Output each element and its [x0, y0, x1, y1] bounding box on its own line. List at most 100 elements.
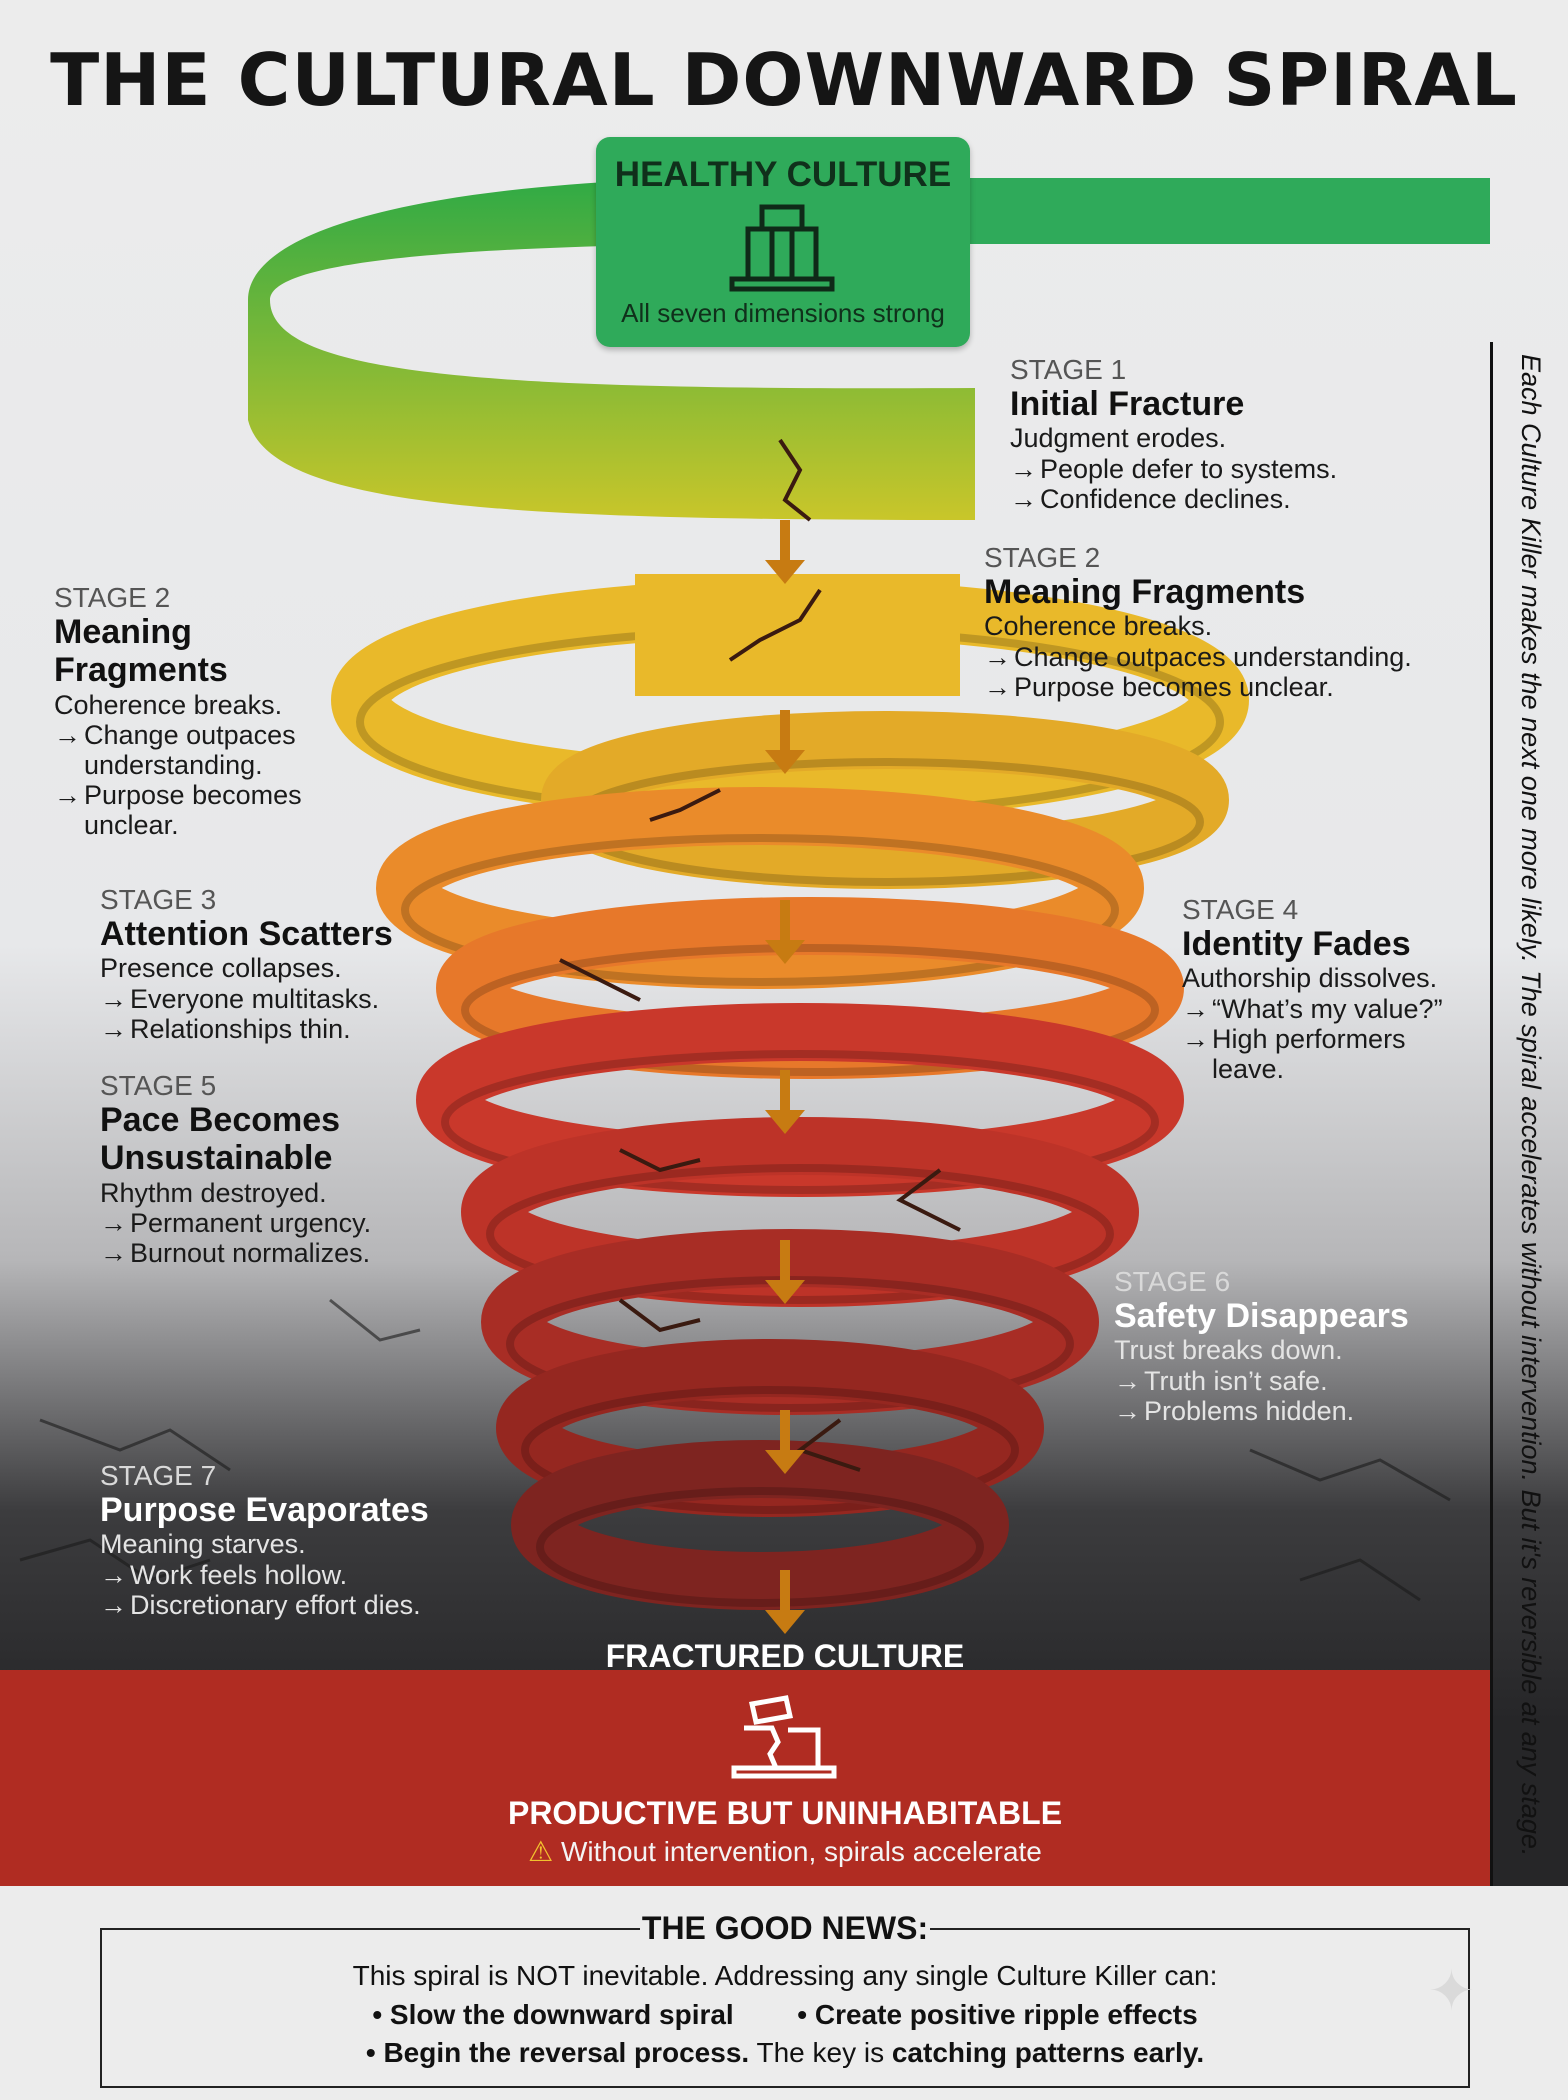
stage-description: Rhythm destroyed.: [100, 1177, 327, 1208]
stage-point: Purpose becomes: [84, 780, 302, 811]
arrow-icon: →: [1114, 1365, 1141, 1396]
stage-title: Meaning Fragments: [984, 573, 1306, 612]
side-divider: [1490, 342, 1493, 1886]
background-crack: [1249, 1448, 1451, 1502]
healthy-culture-subtitle: All seven dimensions strong: [621, 298, 945, 328]
pillars-icon: [729, 204, 835, 292]
ring-crack: [559, 958, 641, 1002]
stage-point: Change outpaces: [84, 719, 296, 750]
arrow-icon: →: [100, 1207, 127, 1238]
stage-description: Trust breaks down.: [1114, 1335, 1343, 1366]
stage-number: STAGE 2: [984, 542, 1101, 573]
stage-title: Attention Scatters: [100, 915, 393, 954]
productive-uninhabitable-label: PRODUCTIVE BUT UNINHABITABLE: [507, 1795, 1063, 1831]
arrow-icon: →: [54, 719, 81, 750]
stage-point: Confidence declines.: [1040, 483, 1291, 514]
arrow-icon: →: [100, 983, 127, 1014]
stage-point: Permanent urgency.: [130, 1207, 372, 1238]
flow-arrow-head: [765, 1610, 805, 1634]
good-news-bullet: • Create positive ripple effects: [797, 1999, 1198, 2030]
side-note: Each Culture Killer makes the next one m…: [1516, 353, 1546, 1857]
stage-description: Presence collapses.: [100, 953, 342, 984]
stage-point: Everyone multitasks.: [130, 983, 380, 1014]
stage-point: “What’s my value?”: [1212, 993, 1443, 1024]
spiral-ring: [376, 787, 1144, 989]
stage-number: STAGE 6: [1114, 1266, 1231, 1297]
stage-point: Relationships thin.: [130, 1013, 351, 1044]
good-news-final-row: • Begin the reversal process. The key is…: [100, 2037, 1470, 2069]
stage-2-left-block: STAGE 2 Meaning Fragments Coherence brea…: [54, 582, 302, 841]
healthy-culture-box: HEALTHY CULTURE: [596, 137, 970, 347]
stage-number: STAGE 4: [1182, 894, 1299, 925]
good-news-tail: The key is: [756, 2037, 885, 2068]
stage-point-cont: unclear.: [84, 810, 179, 841]
page-title: THE CULTURAL DOWNWARD SPIRAL: [50, 38, 1518, 122]
stage-title-line1: Pace Becomes: [100, 1101, 341, 1140]
stage-title-line1: Meaning: [54, 613, 192, 652]
spiral-ring-shadow: [461, 944, 1159, 1076]
stage-number: STAGE 2: [54, 582, 171, 613]
arrow-icon: →: [1182, 1023, 1209, 1054]
stage-number: STAGE 1: [1010, 354, 1127, 385]
stage-1-block: STAGE 1 Initial Fracture Judgment erodes…: [1010, 354, 1337, 514]
stage-description: Coherence breaks.: [54, 689, 283, 720]
stage-5-block: STAGE 5 Pace Becomes Unsustainable Rhyth…: [100, 1070, 371, 1268]
stage-number: STAGE 5: [100, 1070, 217, 1101]
sparkle-icon: ✦: [1428, 1959, 1475, 2022]
arrow-icon: →: [100, 1559, 127, 1590]
stage-point-cont: leave.: [1212, 1054, 1285, 1085]
stage-6-block: STAGE 6 Safety Disappears Trust breaks d…: [1114, 1266, 1409, 1426]
arrow-icon: →: [984, 671, 1011, 702]
arrow-icon: →: [1182, 993, 1209, 1024]
stage-description: Judgment erodes.: [1010, 423, 1227, 454]
ring-crack: [619, 1148, 701, 1173]
stage-point: Discretionary effort dies.: [130, 1589, 421, 1620]
warning-text: Without intervention, spirals accelerate: [560, 1836, 1042, 1867]
ring-crack: [728, 588, 822, 662]
stage-title-line2: Fragments: [54, 651, 228, 690]
stage-4-block: STAGE 4 Identity Fades Authorship dissol…: [1182, 894, 1443, 1084]
flow-arrow-head: [765, 560, 805, 584]
warning-line: ⚠ Without intervention, spirals accelera…: [380, 1835, 1190, 1868]
healthy-culture-label: HEALTHY CULTURE: [614, 155, 952, 194]
stage-title: Safety Disappears: [1114, 1297, 1409, 1336]
arrow-icon: →: [1010, 453, 1037, 484]
spiral-ring-shadow: [536, 1487, 984, 1607]
background-crack: [39, 1418, 231, 1472]
flow-arrow-head: [765, 750, 805, 774]
spiral-ring-shadow: [521, 1386, 1019, 1514]
arrow-icon: →: [100, 1237, 127, 1268]
background-crack: [19, 1538, 211, 1582]
arrow-icon: →: [100, 1589, 127, 1620]
stage-point: Truth isn’t safe.: [1144, 1365, 1328, 1396]
ring-crack: [649, 788, 721, 822]
stage-title: Identity Fades: [1182, 925, 1411, 964]
stage-number: STAGE 3: [100, 884, 217, 915]
stage-point: Problems hidden.: [1144, 1395, 1355, 1426]
good-news-intro: This spiral is NOT inevitable. Addressin…: [352, 1960, 1218, 1991]
stage-point: High performers: [1212, 1023, 1406, 1054]
flow-arrow-head: [765, 1450, 805, 1474]
stage-point: People defer to systems.: [1040, 453, 1338, 484]
spiral-block-yellow: [635, 574, 960, 696]
stage-title-line2: Unsustainable: [100, 1139, 333, 1178]
spiral-top-band: [940, 178, 1490, 244]
stage-2-right-block: STAGE 2 Meaning Fragments Coherence brea…: [984, 542, 1412, 702]
good-news-title: THE GOOD NEWS:: [640, 1910, 930, 1947]
arrow-icon: →: [100, 1013, 127, 1044]
arrow-icon: →: [1114, 1395, 1141, 1426]
ring-crack: [618, 1298, 701, 1333]
stage-description: Meaning starves.: [100, 1529, 306, 1560]
arrow-icon: →: [54, 780, 81, 811]
arrow-icon: →: [984, 641, 1011, 672]
spiral-ring-shadow: [401, 834, 1119, 986]
good-news-emphasis: catching patterns early.: [891, 2037, 1205, 2068]
stage-title: Purpose Evaporates: [100, 1491, 429, 1530]
fractured-culture-label: FRACTURED CULTURE: [605, 1638, 965, 1674]
good-news-bullet: • Slow the downward spiral: [372, 1999, 734, 2030]
stage-point-cont: understanding.: [84, 749, 263, 780]
stage-number: STAGE 7: [100, 1460, 217, 1491]
background-crack: [1299, 1558, 1421, 1602]
spiral-ring: [511, 1440, 1009, 1610]
